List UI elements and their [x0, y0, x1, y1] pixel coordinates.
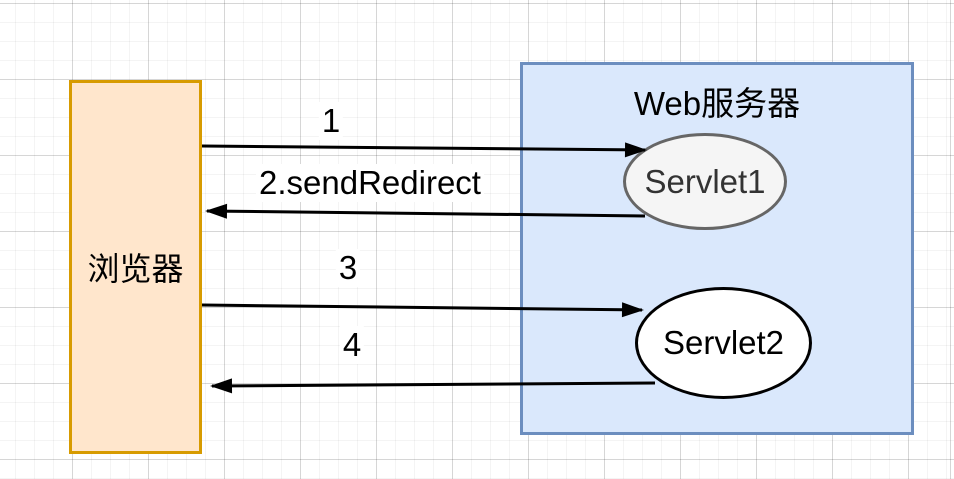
servlet2-label: Servlet2 — [662, 324, 785, 361]
web-server-title: Web服务器 — [633, 85, 801, 122]
arrow-3-label: 3 — [335, 249, 361, 287]
servlet1-node: Servlet1 — [623, 133, 787, 230]
servlet2-node: Servlet2 — [635, 287, 812, 399]
browser-node: 浏览器 — [69, 80, 202, 454]
browser-label: 浏览器 — [87, 251, 184, 287]
arrow-4-label: 4 — [339, 326, 365, 364]
arrow-2-label: 2.sendRedirect — [256, 164, 484, 202]
arrow-1-label: 1 — [318, 102, 344, 140]
servlet1-label: Servlet1 — [644, 162, 766, 200]
